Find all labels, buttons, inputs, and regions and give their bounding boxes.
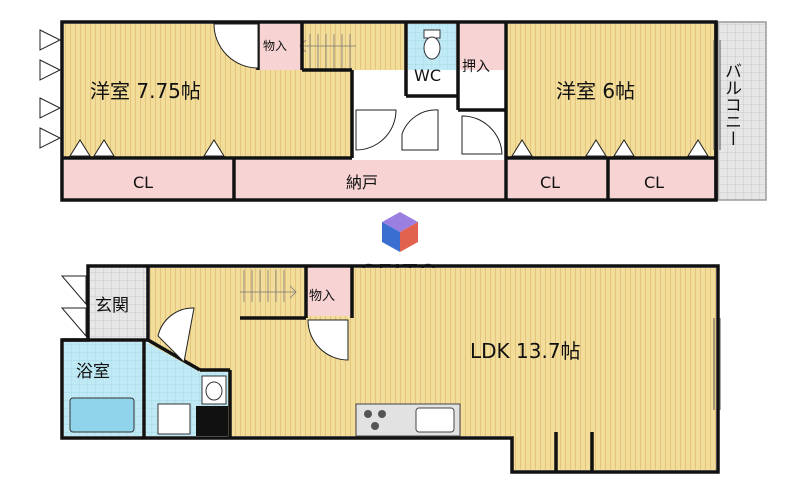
doors-upper <box>39 23 709 157</box>
doors-lower <box>60 275 349 364</box>
closet-right-2 <box>610 160 714 198</box>
upper-floor: 洋室 7.75帖 洋室 6帖 CL 納戸 CL CL 物入 押入 WC バルコニ… <box>39 20 767 202</box>
bathroom-label: 浴室 <box>76 362 110 382</box>
storeroom <box>236 160 504 198</box>
storage-lower-label: 物入 <box>309 289 335 304</box>
stairs-lower <box>240 270 297 302</box>
balcony <box>717 21 767 201</box>
windows-lower <box>713 318 721 410</box>
storage-lower <box>306 268 352 316</box>
stairs-upper <box>299 34 356 70</box>
stove-icon <box>364 410 386 430</box>
room-right <box>506 24 716 158</box>
sink-icon <box>201 375 227 405</box>
closet-right-1-label: CL <box>540 173 560 192</box>
closet-left <box>64 160 234 198</box>
genkan-label: 玄関 <box>95 296 129 316</box>
walls-lower <box>60 264 720 474</box>
room-left-label: 洋室 7.75帖 <box>90 79 201 103</box>
windows-upper <box>713 40 721 150</box>
toilet-icon <box>423 29 441 60</box>
fridge-space <box>196 406 228 436</box>
storage-upper-label: 物入 <box>263 39 287 53</box>
kitchen-counter <box>355 403 461 437</box>
balcony-label: バルコニー <box>721 62 741 147</box>
closet-left-label: CL <box>133 173 153 192</box>
kitchen-sink-icon <box>415 407 455 433</box>
genkan-area <box>90 268 148 338</box>
walls-upper <box>60 20 718 202</box>
toilet-label: WC <box>414 66 441 85</box>
oshiire-label: 押入 <box>462 59 490 75</box>
closet-right-2-label: CL <box>644 173 664 192</box>
closet-right-1 <box>508 160 608 198</box>
cube-logo-icon <box>382 212 418 252</box>
storeroom-label: 納戸 <box>346 173 378 192</box>
storage-upper <box>258 24 302 70</box>
ldk-label: LDK 13.7帖 <box>470 339 581 363</box>
lower-floor: LDK 13.7帖 玄関 浴室 物入 <box>60 264 721 474</box>
room-right-label: 洋室 6帖 <box>556 79 635 103</box>
bathtub-icon <box>69 397 135 433</box>
washing-machine-icon <box>157 403 191 435</box>
